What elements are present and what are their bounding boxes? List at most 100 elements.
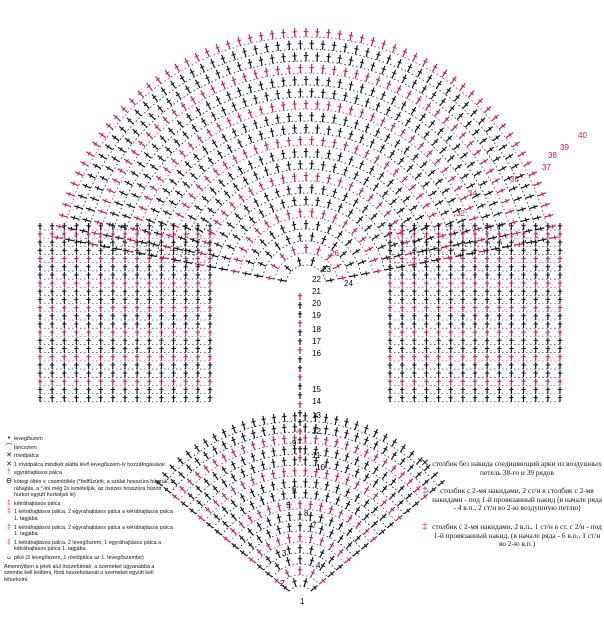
stitch-mark — [316, 248, 321, 252]
stitch-mark — [249, 557, 254, 562]
stitch-mark — [108, 222, 111, 227]
stitch-mark — [195, 108, 201, 112]
stitch-mark — [365, 125, 370, 129]
stitch-mark — [169, 178, 177, 185]
stitch-mark — [231, 450, 236, 454]
stitch-mark — [513, 219, 516, 225]
stitch-mark — [145, 218, 155, 224]
stitch-mark — [298, 232, 302, 242]
stitch-mark — [231, 78, 236, 82]
stitch-mark — [425, 236, 435, 241]
stitch-mark — [338, 536, 344, 540]
stitch-mark — [194, 52, 200, 62]
stitch-mark — [381, 42, 387, 45]
stitch-mark — [398, 471, 406, 479]
stitch-mark — [400, 472, 405, 477]
stitch-mark — [370, 87, 375, 97]
stitch-mark — [303, 580, 308, 583]
stitch-mark — [370, 212, 378, 221]
stitch-mark — [100, 153, 104, 159]
stitch-mark — [483, 105, 492, 114]
stitch-mark — [516, 230, 519, 236]
stitch-mark — [109, 211, 119, 217]
stitch-mark — [242, 100, 247, 103]
stitch-mark — [316, 196, 319, 206]
stitch-mark — [323, 416, 329, 419]
stitch-mark — [450, 106, 455, 111]
stitch-mark — [399, 444, 406, 453]
stitch-mark — [376, 78, 381, 82]
stitch-mark — [280, 152, 286, 155]
stitch-mark — [143, 102, 148, 107]
stitch-mark — [253, 119, 258, 129]
row-number: 26 — [330, 249, 339, 258]
stitch-mark — [314, 468, 318, 478]
stitch-mark — [104, 144, 113, 151]
chain-arc — [97, 72, 515, 246]
stitch-mark — [426, 103, 431, 108]
stitch-mark — [332, 214, 338, 223]
stitch-mark — [293, 148, 296, 158]
stitch-mark — [271, 481, 275, 491]
stitch-mark — [321, 212, 326, 215]
stitch-mark — [226, 119, 231, 123]
stitch-mark — [438, 200, 442, 205]
stitch-mark — [269, 232, 274, 236]
stitch-mark — [517, 207, 527, 212]
stitch-mark — [465, 228, 468, 234]
stitch-mark — [203, 466, 208, 470]
stitch-mark — [338, 523, 344, 527]
stitch-mark — [476, 171, 480, 176]
stitch-mark — [247, 527, 254, 536]
stitch-mark — [376, 51, 381, 61]
stitch-mark — [150, 253, 153, 258]
stitch-mark — [363, 460, 369, 470]
stitch-mark — [232, 156, 237, 160]
stitch-mark — [396, 113, 401, 117]
stitch-mark — [309, 559, 315, 562]
stitch-mark — [257, 549, 262, 554]
stitch-mark — [238, 246, 248, 253]
stitch-mark — [349, 130, 353, 140]
stitch-mark — [347, 208, 354, 218]
stitch-mark — [440, 480, 444, 485]
stitch-mark — [411, 108, 417, 112]
stitch-mark — [441, 69, 448, 78]
row-number: 14 — [312, 397, 321, 406]
stitch-mark — [160, 136, 165, 141]
stitch-mark — [303, 577, 308, 587]
stitch-mark — [144, 228, 147, 234]
stitch-mark — [370, 112, 375, 122]
stitch-mark — [405, 117, 411, 126]
stitch-mark — [338, 179, 343, 183]
stitch-mark — [270, 472, 276, 475]
stitch-mark — [431, 138, 439, 146]
stitch-mark — [482, 180, 486, 186]
stitch-mark — [221, 480, 226, 484]
stitch-mark — [547, 225, 557, 229]
stitch-mark — [417, 97, 422, 101]
stitch-mark — [421, 225, 430, 231]
stitch-mark — [125, 159, 129, 164]
stitch-mark — [212, 458, 218, 467]
row-number: 34 — [468, 189, 477, 198]
stitch-mark — [266, 571, 270, 576]
stitch-mark — [489, 147, 493, 152]
stitch-mark — [382, 486, 387, 491]
stitch-mark — [179, 235, 183, 241]
chain-arc — [288, 585, 312, 592]
stitch-mark — [277, 278, 287, 282]
stitch-mark — [239, 506, 246, 515]
stitch-mark — [188, 507, 197, 515]
stitch-mark — [383, 191, 388, 196]
stitch-mark — [223, 255, 227, 260]
stitch-mark — [464, 240, 474, 245]
stitch-marks — [37, 28, 563, 592]
stitch-mark — [166, 147, 170, 152]
stitch-mark — [271, 54, 274, 64]
stitch-mark — [415, 214, 425, 221]
stitch-mark — [364, 426, 369, 430]
stitch-mark — [246, 237, 251, 242]
stitch-mark — [146, 83, 153, 91]
stitch-mark — [162, 210, 172, 216]
